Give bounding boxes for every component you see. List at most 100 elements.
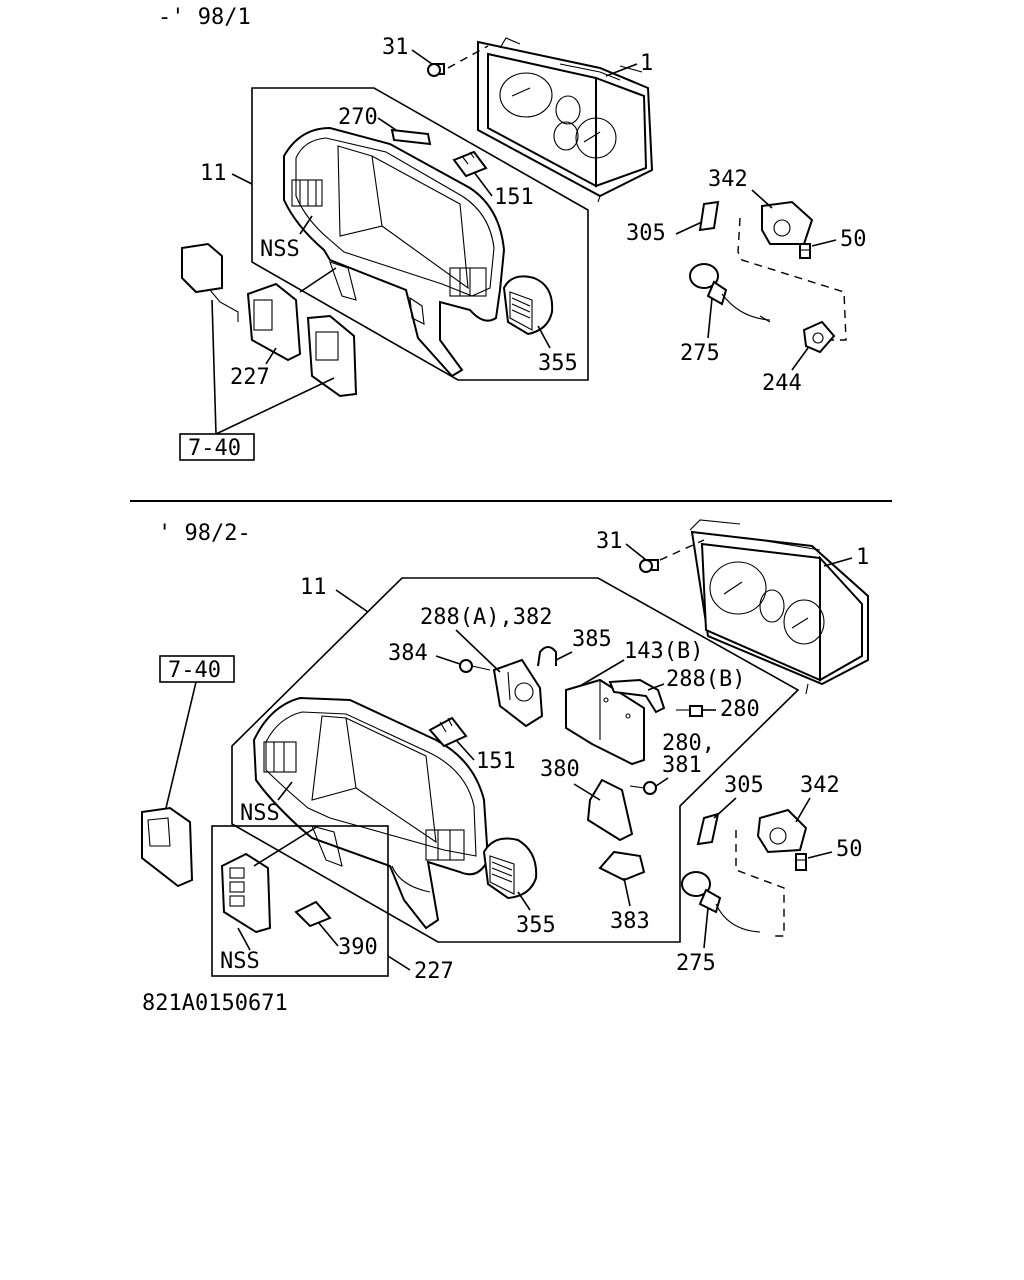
leader-line [165, 681, 197, 809]
period-label-lower: ' 98/2- [158, 521, 251, 546]
strap-288b-lower [608, 678, 666, 714]
leader-line [537, 325, 551, 349]
label-1-lower: 1 [856, 545, 869, 570]
label-342-upper: 342 [708, 167, 748, 192]
leader-line [655, 777, 669, 787]
switch-cover-lower [141, 806, 194, 888]
leader-line [703, 907, 709, 949]
label-50-lower: 50 [836, 837, 863, 862]
label-50-upper: 50 [840, 227, 867, 252]
leader-line [299, 267, 337, 293]
group-11-bracket-lower [231, 577, 800, 943]
vent-355-upper [502, 275, 554, 336]
leader-line [713, 797, 737, 819]
label-151-upper: 151 [494, 185, 534, 210]
label-381-lower: 381 [662, 753, 702, 778]
period-label-upper: -' 98/1 [158, 5, 251, 30]
leader-line [573, 783, 601, 801]
label-227-upper: 227 [230, 365, 270, 390]
leader-31-upper [447, 45, 489, 69]
part-244-upper [802, 320, 836, 354]
leader-line [811, 239, 837, 247]
instrument-cluster-lower [689, 519, 869, 695]
part-305-lower [696, 812, 720, 846]
leader-line [807, 851, 833, 859]
leader-line [387, 955, 411, 971]
leader-line [335, 589, 369, 613]
switch-panel-227-upper [181, 242, 358, 398]
leader-line [675, 221, 703, 235]
lower-section: ' 98/2- 31 1 11 [141, 519, 869, 1016]
leader-line [265, 347, 277, 365]
label-244-upper: 244 [762, 371, 802, 396]
label-280-lower: 280 [720, 697, 760, 722]
clip-385-lower [537, 646, 557, 667]
label-355-upper: 355 [538, 351, 578, 376]
bolt-50-lower [795, 853, 807, 871]
leader-line [647, 683, 665, 691]
label-1-upper: 1 [640, 51, 653, 76]
label-227-lower: 227 [414, 959, 454, 984]
label-305-lower: 305 [724, 773, 764, 798]
leader-line [277, 781, 293, 801]
label-nss-upper: NSS [260, 237, 300, 262]
screw-31-lower [639, 559, 659, 573]
leader-line [707, 297, 713, 339]
label-380-lower: 380 [540, 757, 580, 782]
label-275-lower: 275 [676, 951, 716, 976]
bracket-342-lower [756, 808, 808, 854]
label-143b-lower: 143(B) [624, 639, 703, 664]
label-nss-lower-2: NSS [220, 949, 260, 974]
leader-line [473, 171, 493, 197]
part-270-upper [390, 128, 432, 146]
bracket-342-upper [761, 200, 814, 245]
label-11-upper: 11 [200, 161, 227, 186]
leader-line [411, 49, 433, 65]
cluster-bezel-upper [283, 126, 506, 378]
label-383-lower: 383 [610, 909, 650, 934]
leader-line [579, 659, 625, 687]
clip-390-lower [294, 900, 332, 928]
label-275-upper: 275 [680, 341, 720, 366]
leader-line [211, 299, 217, 435]
leader-line [555, 651, 573, 661]
upper-section: -' 98/1 31 1 11 [158, 5, 867, 461]
leader-line [625, 543, 647, 561]
bolt-50-upper [799, 243, 811, 259]
leader-line [605, 63, 638, 77]
leader-line [377, 117, 397, 131]
label-385-lower: 385 [572, 627, 612, 652]
switch-panel-227-lower [220, 825, 319, 934]
label-11-lower: 11 [300, 575, 327, 600]
instrument-cluster-upper [477, 37, 654, 203]
label-nss-lower-1: NSS [240, 801, 280, 826]
dashed-ref-lower [735, 830, 785, 937]
clip-151-lower [428, 716, 468, 748]
label-305-upper: 305 [626, 221, 666, 246]
label-355-lower: 355 [516, 913, 556, 938]
leader-line [455, 629, 501, 673]
label-384-lower: 384 [388, 641, 428, 666]
bracket-380-lower [586, 778, 634, 842]
part-305-upper [698, 200, 720, 232]
screw-381-lower [629, 781, 657, 795]
leader-line [231, 173, 253, 185]
dashed-ref-upper [737, 217, 847, 341]
leader-line [435, 655, 461, 665]
drawing-number: 821A0150671 [142, 991, 288, 1016]
leader-line [623, 877, 631, 907]
ref-box-lower [159, 655, 235, 683]
leader-line [823, 557, 853, 567]
screw-31-upper [427, 63, 445, 77]
group-11-bracket-upper [251, 87, 589, 381]
screw-384-lower [459, 659, 491, 673]
label-288b-lower: 288(B) [666, 667, 745, 692]
leader-line [795, 797, 811, 823]
label-288a-382-lower: 288(A),382 [420, 605, 552, 630]
lamp-socket-275-lower [681, 871, 761, 933]
clip-383-lower [598, 850, 646, 882]
leader-line [791, 347, 809, 371]
bracket-288a-lower [492, 658, 544, 728]
label-280b-lower: 280, [662, 731, 715, 756]
